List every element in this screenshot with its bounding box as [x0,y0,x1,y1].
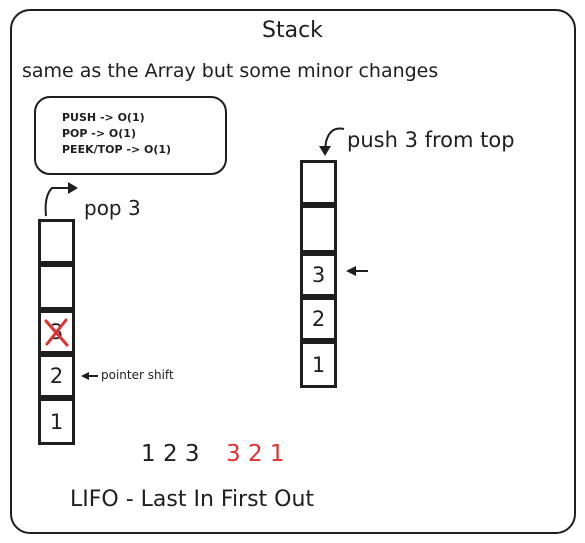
push-order-item: 3 [184,441,200,467]
pointer-shift-label: pointer shift [101,368,174,382]
push-order-item: 1 [141,441,156,467]
right-stack-cell-1: 1 [300,341,337,388]
diagram-frame [10,9,576,534]
pop-order-item: 2 [247,441,263,467]
diagram-subtitle: same as the Array but some minor changes [22,60,439,82]
pop-order-sequence: 3 2 1 [226,441,285,467]
pop-order-item: 1 [269,441,285,467]
complexity-peek: PEEK/TOP -> O(1) [62,143,172,156]
push-label: push 3 from top [347,128,515,152]
diagram-title: Stack [262,18,323,43]
left-stack-cell-empty [38,264,75,310]
push-order-item: 2 [162,441,178,467]
left-stack-cell-empty-top [38,219,75,264]
complexity-push: PUSH -> O(1) [62,111,145,124]
complexity-pop: POP -> O(1) [62,127,136,140]
pop-label: pop 3 [84,196,141,220]
pop-order-item: 3 [226,441,241,467]
left-stack-cell-popped: 3 [38,310,75,354]
lifo-caption: LIFO - Last In First Out [70,487,315,512]
right-stack-cell-empty [300,205,337,253]
right-stack-cell-3: 3 [300,253,337,297]
complexity-box [34,96,227,175]
left-stack-cell-1: 1 [38,398,75,445]
right-stack-cell-empty-top [300,160,337,205]
push-order-sequence: 1 2 3 [141,441,200,467]
left-stack-cell-2: 2 [38,354,75,398]
right-stack-cell-2: 2 [300,297,337,341]
left-stack-popped-value: 3 [49,320,64,344]
